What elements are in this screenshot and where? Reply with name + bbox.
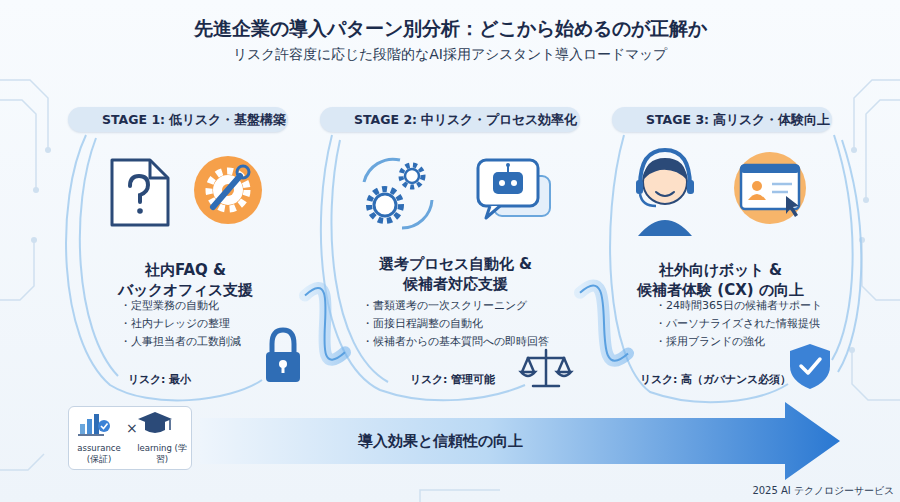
bullet-item: ・面接日程調整の自動化 [362,316,483,332]
flow-connector [580,285,628,360]
arrow-label: 導入効果と信頼性の向上 [200,431,680,451]
flow-connector [305,288,345,360]
bullet-item: ・社内ナレッジの整理 [120,316,230,332]
stage-panel: 社外向けボット & 候補者体験 (CX) の向上・24時間365日の候補者サポー… [628,252,838,397]
chatbot-icon [478,160,550,218]
process-gears-icon [364,159,432,228]
arrow-body [200,402,840,480]
shield-icon [790,344,830,389]
bullet-item: ・人事担当者の工数削減 [120,334,241,350]
stage-heading: 社内FAQ & バックオフィス支援 [93,260,278,300]
risk-level: リスク: 高（ガバナンス必須） [640,372,791,388]
stage-panel: 選考プロセス自動化 & 候補者対応支援・書類選考の一次スクリーニング・面接日程調… [345,248,580,397]
flow-ribbon [305,288,345,360]
stage-label: STAGE 1: 低リスク・基盤構築 [102,107,286,132]
bullet-item: ・書類選考の一次スクリーニング [362,298,527,314]
balance-scale-icon [521,350,571,386]
stage-label: STAGE 2: 中リスク・プロセス効率化 [354,107,577,132]
gear-wrench-icon [194,156,262,224]
risk-level: リスク: 管理可能 [410,372,495,388]
diagram-title: 先進企業の導入パターン別分析：どこから始めるのが正解か [0,16,900,42]
badge-cross: × [126,420,138,436]
bullet-item: ・パーソナライズされた情報提供 [655,316,820,332]
flow-ribbon [580,285,628,360]
stage-panel: 社内FAQ & バックオフィス支援・定型業務の自動化・社内ナレッジの整理・人事担… [90,252,305,397]
faq-document-icon [112,160,168,225]
flow-loops [66,135,861,402]
bullet-item: ・候補者からの基本質問への即時回答 [362,334,549,350]
stage-pill: STAGE 1: 低リスク・基盤構築 [68,107,288,132]
support-agent-icon [636,150,694,236]
bullet-item: ・採用ブランドの強化 [655,334,765,350]
subtitle: リスク許容度に応じた段階的なAI採用アシスタント導入ロードマップ [0,46,900,64]
candidate-web-icon [734,152,806,224]
stage-label: STAGE 3: 高リスク・体験向上 [646,107,830,132]
circuit-nodes [31,147,869,353]
stage-heading: 選考プロセス自動化 & 候補者対応支援 [363,254,548,294]
footer-credit: 2025 AI テクノロジーサービス [752,484,894,498]
flow-line [580,285,628,360]
bullet-item: ・24時間365日の候補者サポート [655,298,822,314]
stage-heading: 社外向けボット & 候補者体験 (CX) の向上 [628,260,813,300]
progress-arrow: 導入効果と信頼性の向上 [200,402,840,480]
brand-badge: assurance (保証)× learning (学習) [68,406,192,470]
lock-icon [266,330,300,382]
badge-text: learning (学習) [135,443,189,465]
stage-pill: STAGE 2: 中リスク・プロセス効率化 [320,107,580,132]
risk-level: リスク: 最小 [128,372,191,388]
bullet-item: ・定型業務の自動化 [120,298,219,314]
stage-pill: STAGE 3: 高リスク・体験向上 [612,107,832,132]
flow-line [305,288,345,360]
circuit-lines [0,80,900,502]
badge-text: assurance (保証) [72,443,126,465]
